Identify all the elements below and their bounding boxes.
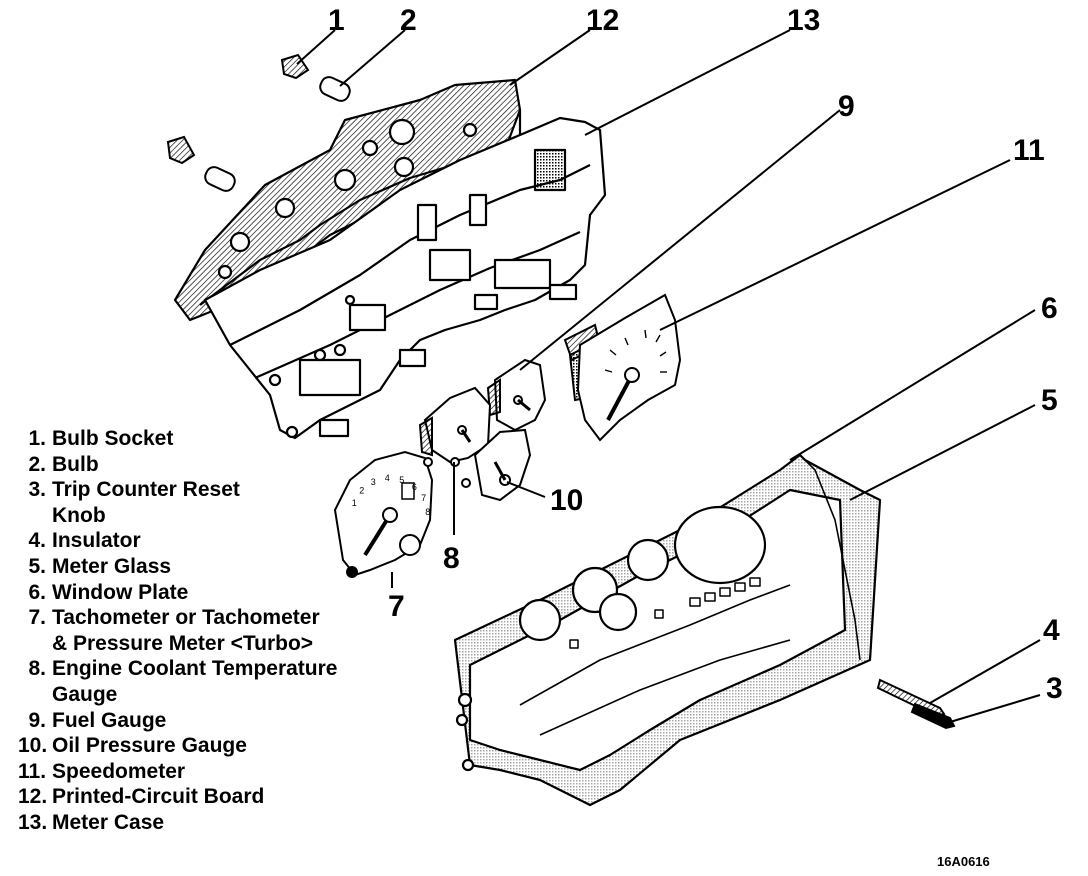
- callout-8: 8: [443, 542, 460, 575]
- legend-item-label: Insulator: [52, 529, 141, 553]
- callout-11: 11: [1013, 134, 1045, 167]
- fuel-gauge: [486, 358, 547, 432]
- legend-item-label: Engine Coolant Temperature Gauge: [52, 657, 338, 706]
- legend-item-number: 7.: [28, 606, 46, 630]
- legend-item: 2.Bulb: [18, 452, 337, 478]
- callout-10: 10: [550, 484, 583, 517]
- legend-item-number: 3.: [28, 478, 46, 502]
- legend-item-number: 1.: [28, 427, 46, 450]
- legend-item-number: 8.: [28, 657, 46, 681]
- tachometer-scale-label: 2: [359, 486, 364, 496]
- meter-case-assembly: [173, 78, 607, 440]
- trip-counter-reset-knob: [910, 702, 956, 730]
- bulb-socket-icon: [166, 53, 310, 165]
- legend-item: 4.Insulator: [18, 528, 337, 554]
- legend-item-label: Bulb Socket: [52, 427, 174, 450]
- callout-4: 4: [1043, 614, 1060, 647]
- tachometer-scale-label: 6: [412, 482, 417, 492]
- legend-item-label: Window Plate: [52, 580, 189, 604]
- legend-item: 3.Trip Counter Reset Knob: [18, 477, 337, 528]
- callout-12: 12: [586, 4, 619, 37]
- callout-3: 3: [1046, 672, 1063, 705]
- legend-item-number: 11.: [18, 759, 47, 783]
- legend-item-label: Bulb: [52, 452, 99, 476]
- legend-item-number: 6.: [28, 580, 46, 604]
- meter-glass-window-plate: [453, 453, 882, 807]
- legend-item: 7.Tachometer or Tachometer & Pressure Me…: [18, 605, 337, 656]
- tachometer-scale-label: 4: [385, 473, 390, 483]
- legend-item-label: Trip Counter Reset Knob: [52, 478, 240, 527]
- callout-1: 1: [328, 4, 345, 37]
- speedometer: [563, 293, 682, 442]
- legend-item-label: Speedometer: [52, 759, 186, 783]
- figure-code: 16A0616: [937, 854, 990, 869]
- legend-item-label: Fuel Gauge: [52, 708, 167, 732]
- callout-5: 5: [1041, 384, 1058, 417]
- legend-item-number: 9.: [28, 708, 46, 732]
- legend-item-number: 4.: [28, 529, 46, 553]
- callout-9: 9: [838, 90, 855, 123]
- legend-item: 1. Bulb Socket: [18, 426, 337, 452]
- legend-item: 9.Fuel Gauge: [18, 708, 337, 734]
- callout-7: 7: [388, 590, 405, 623]
- legend-item-number: 2.: [28, 452, 46, 476]
- tachometer-scale-label: 1: [352, 498, 357, 508]
- legend-item-label: Tachometer or Tachometer & Pressure Mete…: [52, 606, 320, 655]
- callout-2: 2: [400, 4, 417, 37]
- callout-6: 6: [1041, 292, 1058, 325]
- legend-item: 13.Meter Case: [18, 810, 337, 836]
- tachometer-scale-label: 3: [371, 477, 376, 487]
- legend-item: 8.Engine Coolant Temperature Gauge: [18, 656, 337, 707]
- legend-item-label: Meter Glass: [52, 554, 172, 578]
- tachometer-scale-label: 8: [425, 507, 430, 517]
- legend-item: 11.Speedometer: [18, 759, 337, 785]
- tachometer-scale-label: 5: [399, 475, 404, 485]
- callout-numbers: 1 2 12 13 9 11 6 5 10 8 7 4 3: [328, 4, 1063, 705]
- legend-item: 10.Oil Pressure Gauge: [18, 733, 337, 759]
- legend-item-label: Meter Case: [52, 810, 165, 834]
- legend-item-number: 5.: [28, 554, 46, 578]
- callout-13: 13: [787, 4, 820, 37]
- legend-item: 12.Printed-Circuit Board: [18, 784, 337, 810]
- tachometer-scale-label: 7: [421, 493, 426, 503]
- leader-lines: [296, 29, 1041, 723]
- legend-item-number: 13.: [18, 810, 48, 834]
- legend-item: 6.Window Plate: [18, 580, 337, 606]
- legend-item-label: Printed-Circuit Board: [52, 785, 265, 809]
- legend-item-label: Oil Pressure Gauge: [52, 734, 247, 758]
- legend-item: 5.Meter Glass: [18, 554, 337, 580]
- reset-knob-parts: [876, 678, 956, 730]
- legend-item-number: 12.: [18, 785, 48, 809]
- legend-item-number: 10.: [18, 734, 48, 758]
